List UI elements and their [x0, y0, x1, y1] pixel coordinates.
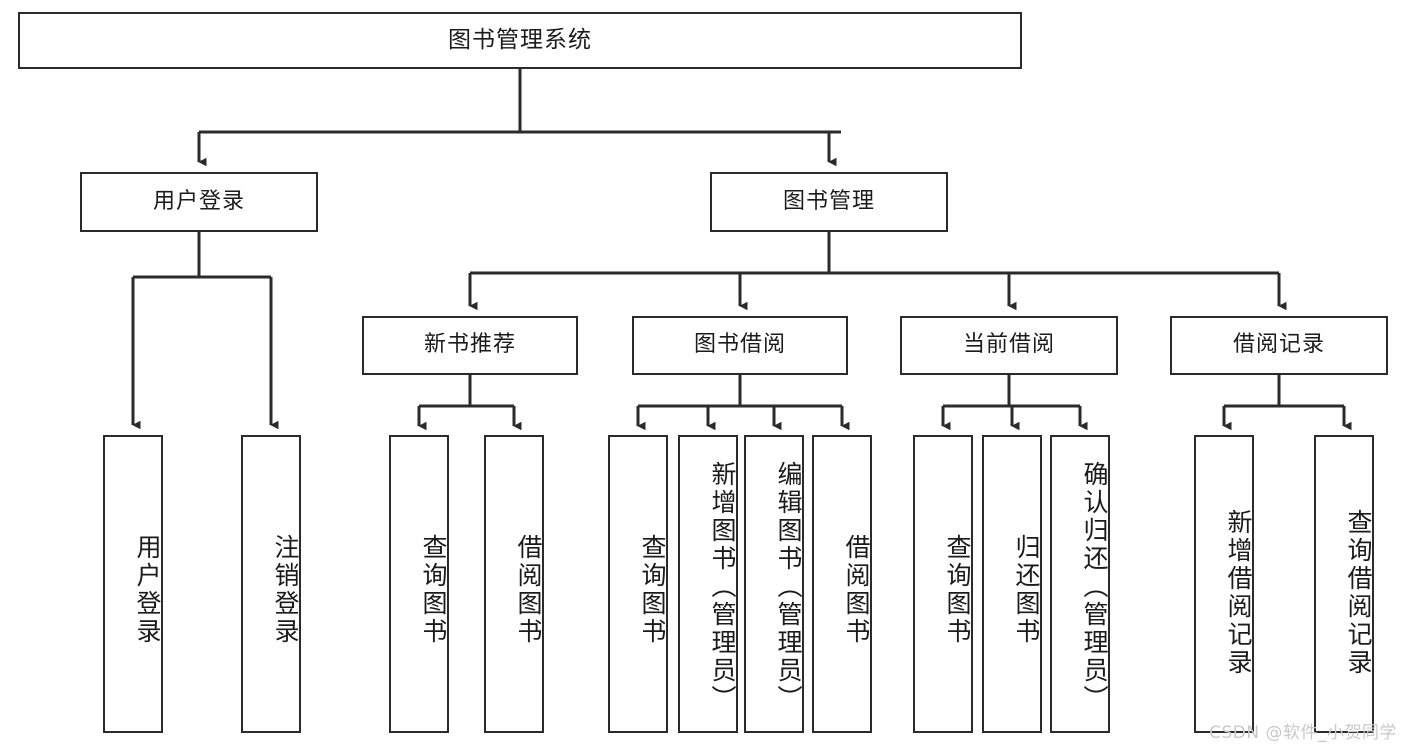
node-borrow-record-label: 借阅记录 [1232, 332, 1325, 358]
node-user-login[interactable]: 用户登录 [80, 172, 318, 232]
leaf-query-book-borrow-label: 查询图书 [638, 534, 667, 646]
leaf-confirm-return-label: 确认归还（管理员） [1080, 461, 1109, 713]
node-user-login-label: 用户登录 [152, 188, 245, 214]
leaf-return-book-label: 归还图书 [1012, 534, 1041, 646]
node-book-management[interactable]: 图书管理 [710, 172, 948, 232]
leaf-query-borrow-record-label: 查询借阅记录 [1344, 509, 1373, 677]
leaf-add-book-label: 新增图书（管理员） [708, 461, 737, 713]
node-root-label: 图书管理系统 [448, 26, 592, 53]
leaf-borrow-book-label: 借阅图书 [842, 534, 871, 646]
leaf-edit-book-label: 编辑图书（管理员） [774, 461, 803, 713]
leaf-edit-book[interactable]: 编辑图书（管理员） [744, 435, 804, 733]
watermark: CSDN @软件_小贺同学 [1209, 723, 1397, 743]
leaf-query-book-current-label: 查询图书 [943, 534, 972, 646]
node-new-book-recommend-label: 新书推荐 [423, 332, 516, 358]
leaf-query-borrow-record[interactable]: 查询借阅记录 [1314, 435, 1374, 733]
node-current-borrow-label: 当前借阅 [962, 332, 1055, 358]
leaf-confirm-return[interactable]: 确认归还（管理员） [1050, 435, 1110, 733]
node-borrow-record[interactable]: 借阅记录 [1170, 316, 1388, 375]
leaf-borrow-book[interactable]: 借阅图书 [812, 435, 872, 733]
node-new-book-recommend[interactable]: 新书推荐 [362, 316, 578, 375]
node-book-management-label: 图书管理 [782, 188, 875, 214]
leaf-query-book-current[interactable]: 查询图书 [913, 435, 973, 733]
leaf-add-book[interactable]: 新增图书（管理员） [678, 435, 738, 733]
node-book-borrow-label: 图书借阅 [693, 332, 786, 358]
leaf-query-book-borrow[interactable]: 查询图书 [608, 435, 668, 733]
leaf-user-logout-label: 注销登录 [271, 534, 300, 646]
node-root[interactable]: 图书管理系统 [18, 12, 1022, 69]
node-current-borrow[interactable]: 当前借阅 [900, 316, 1118, 375]
leaf-user-logout[interactable]: 注销登录 [241, 435, 301, 733]
leaf-add-borrow-record-label: 新增借阅记录 [1224, 509, 1253, 677]
leaf-return-book[interactable]: 归还图书 [982, 435, 1042, 733]
leaf-query-book-recommend[interactable]: 查询图书 [389, 435, 449, 733]
leaf-query-book-recommend-label: 查询图书 [419, 534, 448, 646]
node-book-borrow[interactable]: 图书借阅 [632, 316, 848, 375]
leaf-user-login-label: 用户登录 [133, 534, 162, 646]
leaf-add-borrow-record[interactable]: 新增借阅记录 [1194, 435, 1254, 733]
leaf-user-login[interactable]: 用户登录 [103, 435, 163, 733]
leaf-borrow-book-recommend[interactable]: 借阅图书 [484, 435, 544, 733]
leaf-borrow-book-recommend-label: 借阅图书 [514, 534, 543, 646]
